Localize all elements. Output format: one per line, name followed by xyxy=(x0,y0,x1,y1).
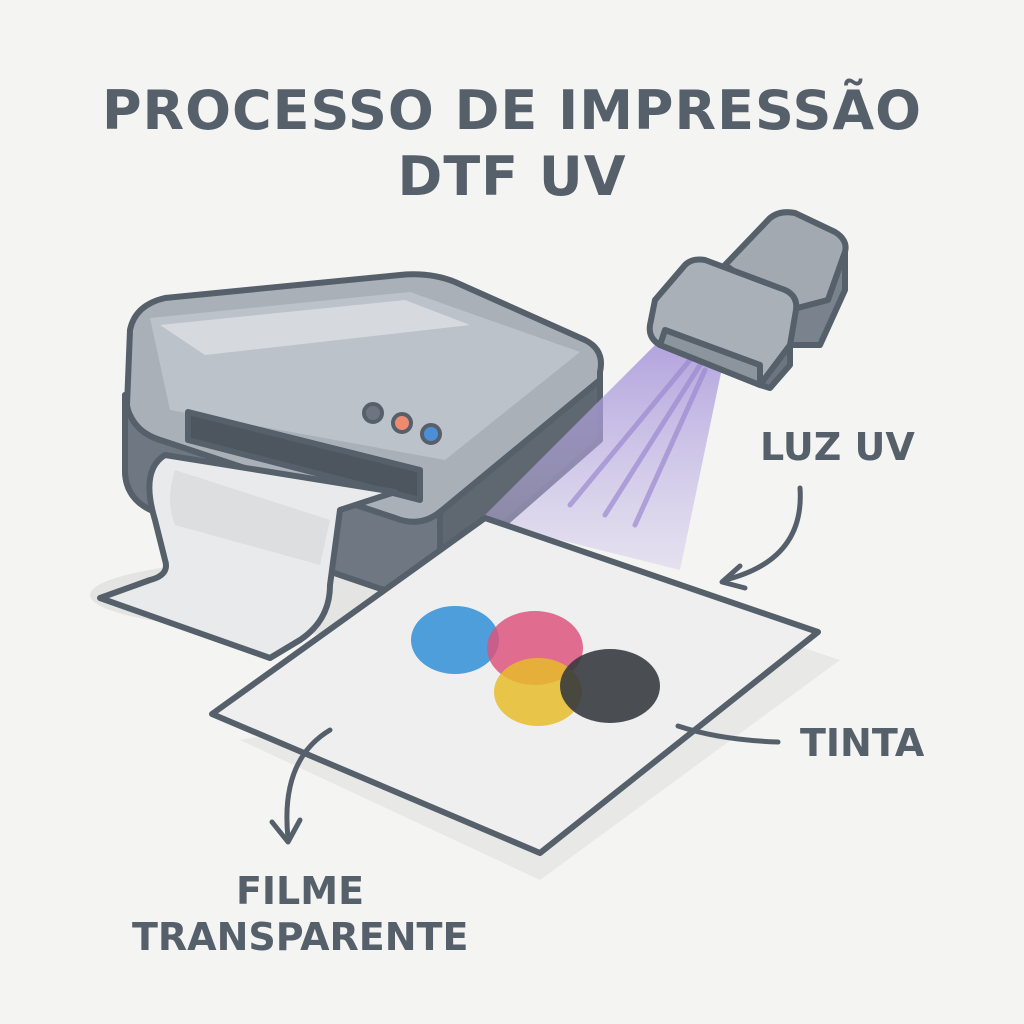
uv-lamp-icon xyxy=(646,209,849,391)
arrow-icon xyxy=(675,723,781,745)
uv-light-label: LUZ UV xyxy=(760,425,915,469)
title-line-1: PROCESSO DE IMPRESSÃO xyxy=(101,79,923,142)
button-blue-icon xyxy=(420,423,442,445)
film-label-line-1: FILME xyxy=(235,869,365,913)
film-label: FILME TRANSPARENTE xyxy=(132,868,468,960)
arrow-icon xyxy=(722,485,803,583)
yellow-ink xyxy=(494,658,582,726)
printer-icon xyxy=(122,271,604,601)
ink-circles xyxy=(411,606,660,726)
paper-fold xyxy=(170,470,330,565)
black-ink xyxy=(560,649,660,723)
button-gray-icon xyxy=(362,402,384,424)
cyan-ink xyxy=(411,606,499,674)
film-label-line-2: TRANSPARENTE xyxy=(132,915,469,959)
title-line-2: DTF UV xyxy=(397,145,627,208)
page-title: PROCESSO DE IMPRESSÃO DTF UV xyxy=(0,78,1024,210)
arrow-icon xyxy=(284,727,333,841)
uv-rays xyxy=(567,357,708,528)
arrow-head-icon xyxy=(269,817,303,845)
uv-beam xyxy=(480,345,722,570)
arrow-head-icon xyxy=(719,563,748,591)
ink-label: TINTA xyxy=(800,721,925,765)
button-orange-icon xyxy=(391,412,413,434)
